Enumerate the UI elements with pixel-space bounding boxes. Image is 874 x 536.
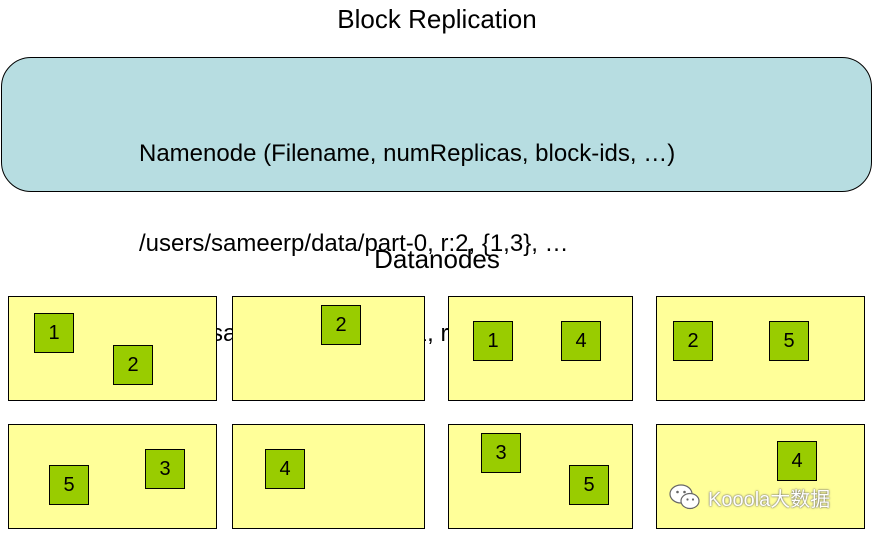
- datanode-box: 4: [232, 424, 425, 529]
- namenode-header-line: Namenode (Filename, numReplicas, block-i…: [139, 140, 676, 167]
- data-block: 5: [49, 465, 89, 505]
- data-block: 1: [34, 313, 74, 353]
- data-block: 2: [113, 345, 153, 385]
- data-block: 1: [473, 321, 513, 361]
- watermark-text: Kooola大数据: [708, 488, 831, 511]
- namenode-box: Namenode (Filename, numReplicas, block-i…: [1, 57, 872, 347]
- data-block: 3: [481, 433, 521, 473]
- watermark: Kooola大数据: [668, 480, 830, 514]
- namenode-file-entry: /users/sameerp/data/part-0, r:2, {1,3}, …: [139, 230, 569, 257]
- datanode-box: 2: [232, 296, 425, 401]
- datanode-box: 3 5: [448, 424, 633, 529]
- diagram-title: Block Replication: [337, 4, 537, 34]
- datanode-box: 1 4: [448, 296, 633, 401]
- data-block: 4: [561, 321, 601, 361]
- datanode-box: 1 2: [8, 296, 217, 401]
- datanodes-heading: Datanodes: [374, 244, 500, 274]
- datanode-box: 5 3: [8, 424, 217, 529]
- wechat-icon: [669, 484, 700, 510]
- data-block: 5: [569, 465, 609, 505]
- data-block: 3: [145, 449, 185, 489]
- data-block: 4: [265, 449, 305, 489]
- data-block: 2: [673, 321, 713, 361]
- data-block: 5: [769, 321, 809, 361]
- datanode-box: 2 5: [656, 296, 865, 401]
- datanode-box: 4: [656, 424, 865, 529]
- data-block: 4: [777, 441, 817, 481]
- data-block: 2: [321, 305, 361, 345]
